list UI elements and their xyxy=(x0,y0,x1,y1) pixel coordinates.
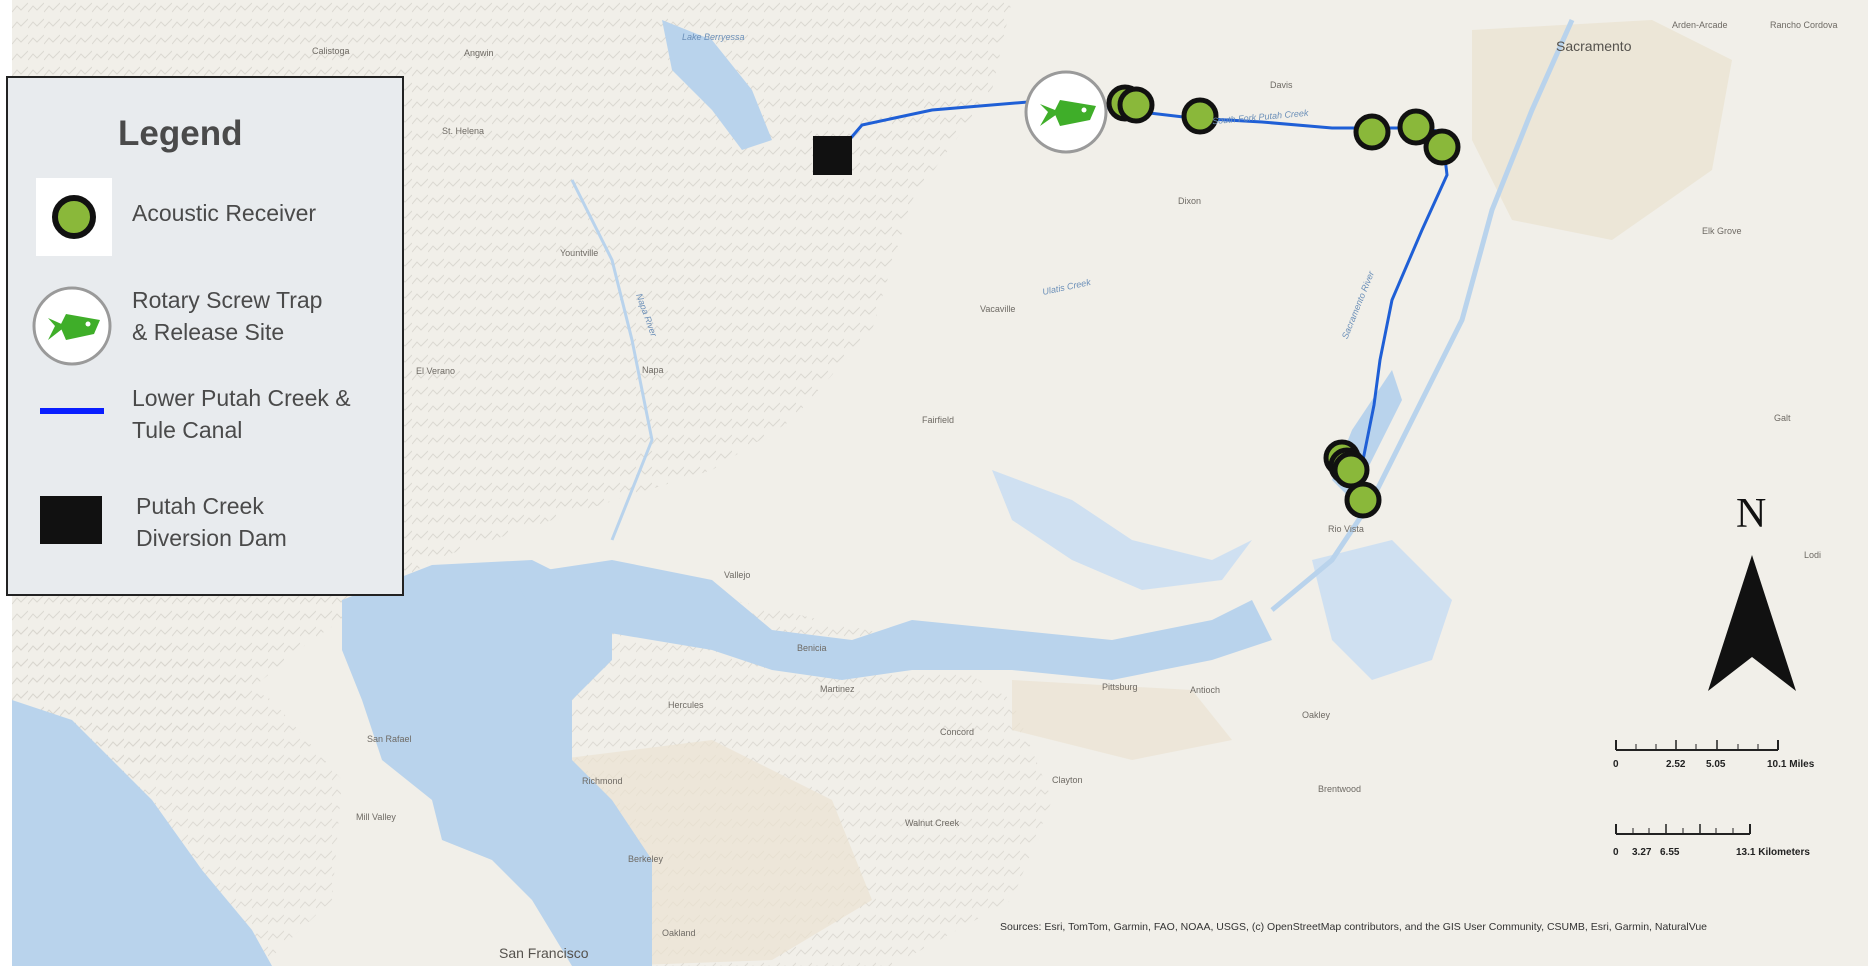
receiver-marker xyxy=(1423,128,1461,166)
place-label-pittsburg: Pittsburg xyxy=(1102,682,1138,692)
receiver-marker xyxy=(1344,481,1382,519)
place-label-richmond: Richmond xyxy=(582,776,623,786)
rotary-screw-trap-icon xyxy=(30,284,114,373)
north-arrow-icon xyxy=(1708,555,1796,691)
scale-km-tick-2: 6.55 xyxy=(1660,847,1680,858)
scale-miles-tick-0: 0 xyxy=(1613,759,1619,770)
legend-label-rotary-screw-trap: Rotary Screw Trap & Release Site xyxy=(132,287,323,345)
scale-km-tick-3: 13.1 Kilometers xyxy=(1736,847,1810,858)
place-label-fairfield: Fairfield xyxy=(922,415,955,425)
legend-label-creek-line: Lower Putah Creek & Tule Canal xyxy=(132,385,351,443)
place-label-rio-vista: Rio Vista xyxy=(1328,524,1364,534)
napa-river xyxy=(570,179,654,541)
place-label-davis: Davis xyxy=(1270,80,1293,90)
place-label-berkeley: Berkeley xyxy=(628,854,664,864)
place-label-hercules: Hercules xyxy=(668,700,704,710)
place-label-el-verano: El Verano xyxy=(416,366,456,376)
place-label-san-francisco: San Francisco xyxy=(499,945,589,961)
scale-miles-tick-1: 2.52 xyxy=(1666,759,1686,770)
place-label-calistoga: Calistoga xyxy=(312,46,350,56)
place-label-antioch: Antioch xyxy=(1190,685,1221,695)
place-label-san-rafael: San Rafael xyxy=(367,734,412,744)
legend-box: Legend Acoustic Receiver Rotary Screw Tr… xyxy=(6,76,404,596)
place-label-martinez: Martinez xyxy=(820,684,855,694)
diversion-dam-marker xyxy=(813,136,852,175)
scale-km-tick-0: 0 xyxy=(1613,847,1619,858)
receiver-marker xyxy=(1181,97,1219,135)
place-label-mill-valley: Mill Valley xyxy=(356,812,396,822)
delta-islands xyxy=(1312,540,1452,680)
place-label-napa: Napa xyxy=(642,365,664,375)
place-label-concord: Concord xyxy=(940,727,975,737)
place-label-rancho-cordova: Rancho Cordova xyxy=(1770,20,1838,30)
scale-miles-tick-2: 5.05 xyxy=(1706,759,1726,770)
place-label-arden-arcade: Arden-Arcade xyxy=(1672,20,1728,30)
diversion-dam-icon xyxy=(40,496,102,544)
acoustic-receiver-icon xyxy=(36,178,112,256)
scale-bar-kilometers xyxy=(1615,824,1751,835)
sacramento-river xyxy=(1270,18,1575,612)
scale-km-tick-1: 3.27 xyxy=(1632,847,1652,858)
lake-berryessa xyxy=(662,20,772,150)
antioch-urban-area xyxy=(1012,680,1232,760)
rotary-screw-trap-marker xyxy=(1024,70,1108,154)
place-label-lodi: Lodi xyxy=(1804,550,1822,560)
basemap: Sacramento Arden-Arcade Rancho Cordova D… xyxy=(12,0,1868,966)
place-label-oakley: Oakley xyxy=(1302,710,1331,720)
scale-bars xyxy=(1615,740,1779,835)
place-label-angwin: Angwin xyxy=(464,48,494,58)
place-label-sacramento: Sacramento xyxy=(1556,38,1632,54)
place-label-st-helena: St. Helena xyxy=(442,126,485,136)
suisun-bay xyxy=(512,560,1272,680)
scale-miles-tick-3: 10.1 Miles xyxy=(1767,759,1815,770)
map-attribution: Sources: Esri, TomTom, Garmin, FAO, NOAA… xyxy=(1000,921,1708,933)
sacramento-urban-area xyxy=(1472,20,1732,240)
acoustic-receivers xyxy=(1106,84,1461,519)
place-label-benicia: Benicia xyxy=(797,643,827,653)
place-label-brentwood: Brentwood xyxy=(1318,784,1362,794)
suisun-marsh xyxy=(992,470,1252,590)
place-label-galt: Galt xyxy=(1774,413,1791,423)
place-label-elk-grove: Elk Grove xyxy=(1702,226,1742,236)
receiver-marker xyxy=(1353,113,1391,151)
receiver-marker xyxy=(1332,451,1370,489)
legend-label-diversion-dam: Putah Creek Diversion Dam xyxy=(136,493,287,551)
place-label-vacaville: Vacaville xyxy=(980,304,1016,314)
receiver-marker xyxy=(1397,108,1435,146)
receiver-marker xyxy=(1117,86,1155,124)
legend-label-acoustic-receiver: Acoustic Receiver xyxy=(132,200,317,226)
place-label-walnut-creek: Walnut Creek xyxy=(905,818,960,828)
north-arrow-letter: N xyxy=(1736,491,1767,537)
place-label-oakland: Oakland xyxy=(662,928,696,938)
place-label-dixon: Dixon xyxy=(1178,196,1202,206)
pacific-ocean xyxy=(12,700,272,966)
place-label-yountville: Yountville xyxy=(560,248,599,258)
scale-bar-miles xyxy=(1615,740,1779,751)
legend-title: Legend xyxy=(118,114,243,153)
water-label-lake-berryessa: Lake Berryessa xyxy=(682,32,745,42)
basemap-svg xyxy=(12,0,1868,966)
san-francisco-bay xyxy=(342,560,652,966)
place-label-clayton: Clayton xyxy=(1052,775,1083,785)
creek-line-icon xyxy=(40,408,104,414)
place-label-vallejo: Vallejo xyxy=(724,570,751,580)
